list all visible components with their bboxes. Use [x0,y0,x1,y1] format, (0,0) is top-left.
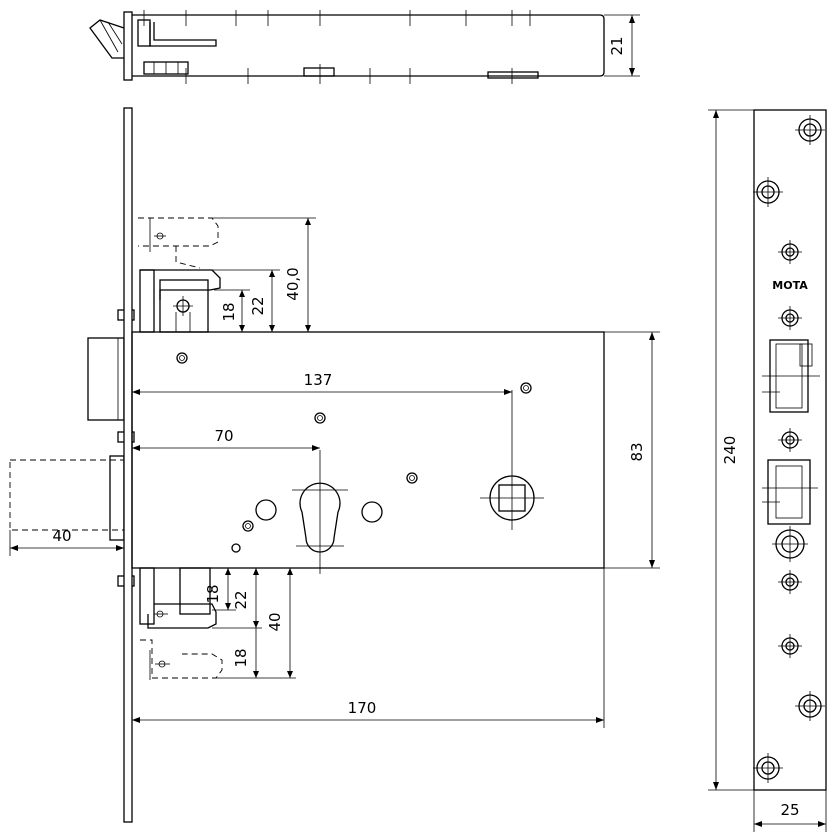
faceplate-screw-holes [756,118,822,780]
lock-case [131,331,605,569]
faceplate-view: MOTA 240 25 [708,109,827,832]
side-faceplate [123,107,133,823]
dim-lower-18b-label: 18 [232,648,250,667]
brand-logo: MOTA [772,279,808,292]
dim-lower-40-label: 40 [266,612,284,631]
dim-lower-18-label: 18 [204,584,222,603]
bolt-opening [767,459,811,525]
dim-240-label: 240 [721,436,739,465]
side-view: 137 70 83 40 170 18 22 40,0 [9,107,660,823]
dim-upper-22-label: 22 [249,296,267,315]
dim-137-label: 137 [304,371,333,389]
dim-83-label: 83 [628,442,646,461]
bolt-throw-outline [9,459,125,531]
dim-lower-22-label: 22 [232,590,250,609]
top-view: 21 [89,10,640,84]
dim-40-throw-label: 40 [52,527,71,545]
cylinder-hole [299,482,341,553]
deadbolt [109,455,125,541]
dim-170-label: 170 [348,699,377,717]
lower-latch-mechanism [139,567,223,680]
upper-latch-mechanism [138,217,221,333]
latch-bolt [87,337,125,421]
faceplate-outline [753,109,827,791]
top-case [132,14,605,77]
thickness-dim-label: 21 [608,36,626,55]
top-faceplate [123,11,133,81]
dim-upper-18-label: 18 [220,302,238,321]
case-screws [176,352,532,553]
dim-70-label: 70 [214,427,233,445]
dim-upper-40-label: 40,0 [284,267,302,300]
dim-25-label: 25 [780,801,799,819]
